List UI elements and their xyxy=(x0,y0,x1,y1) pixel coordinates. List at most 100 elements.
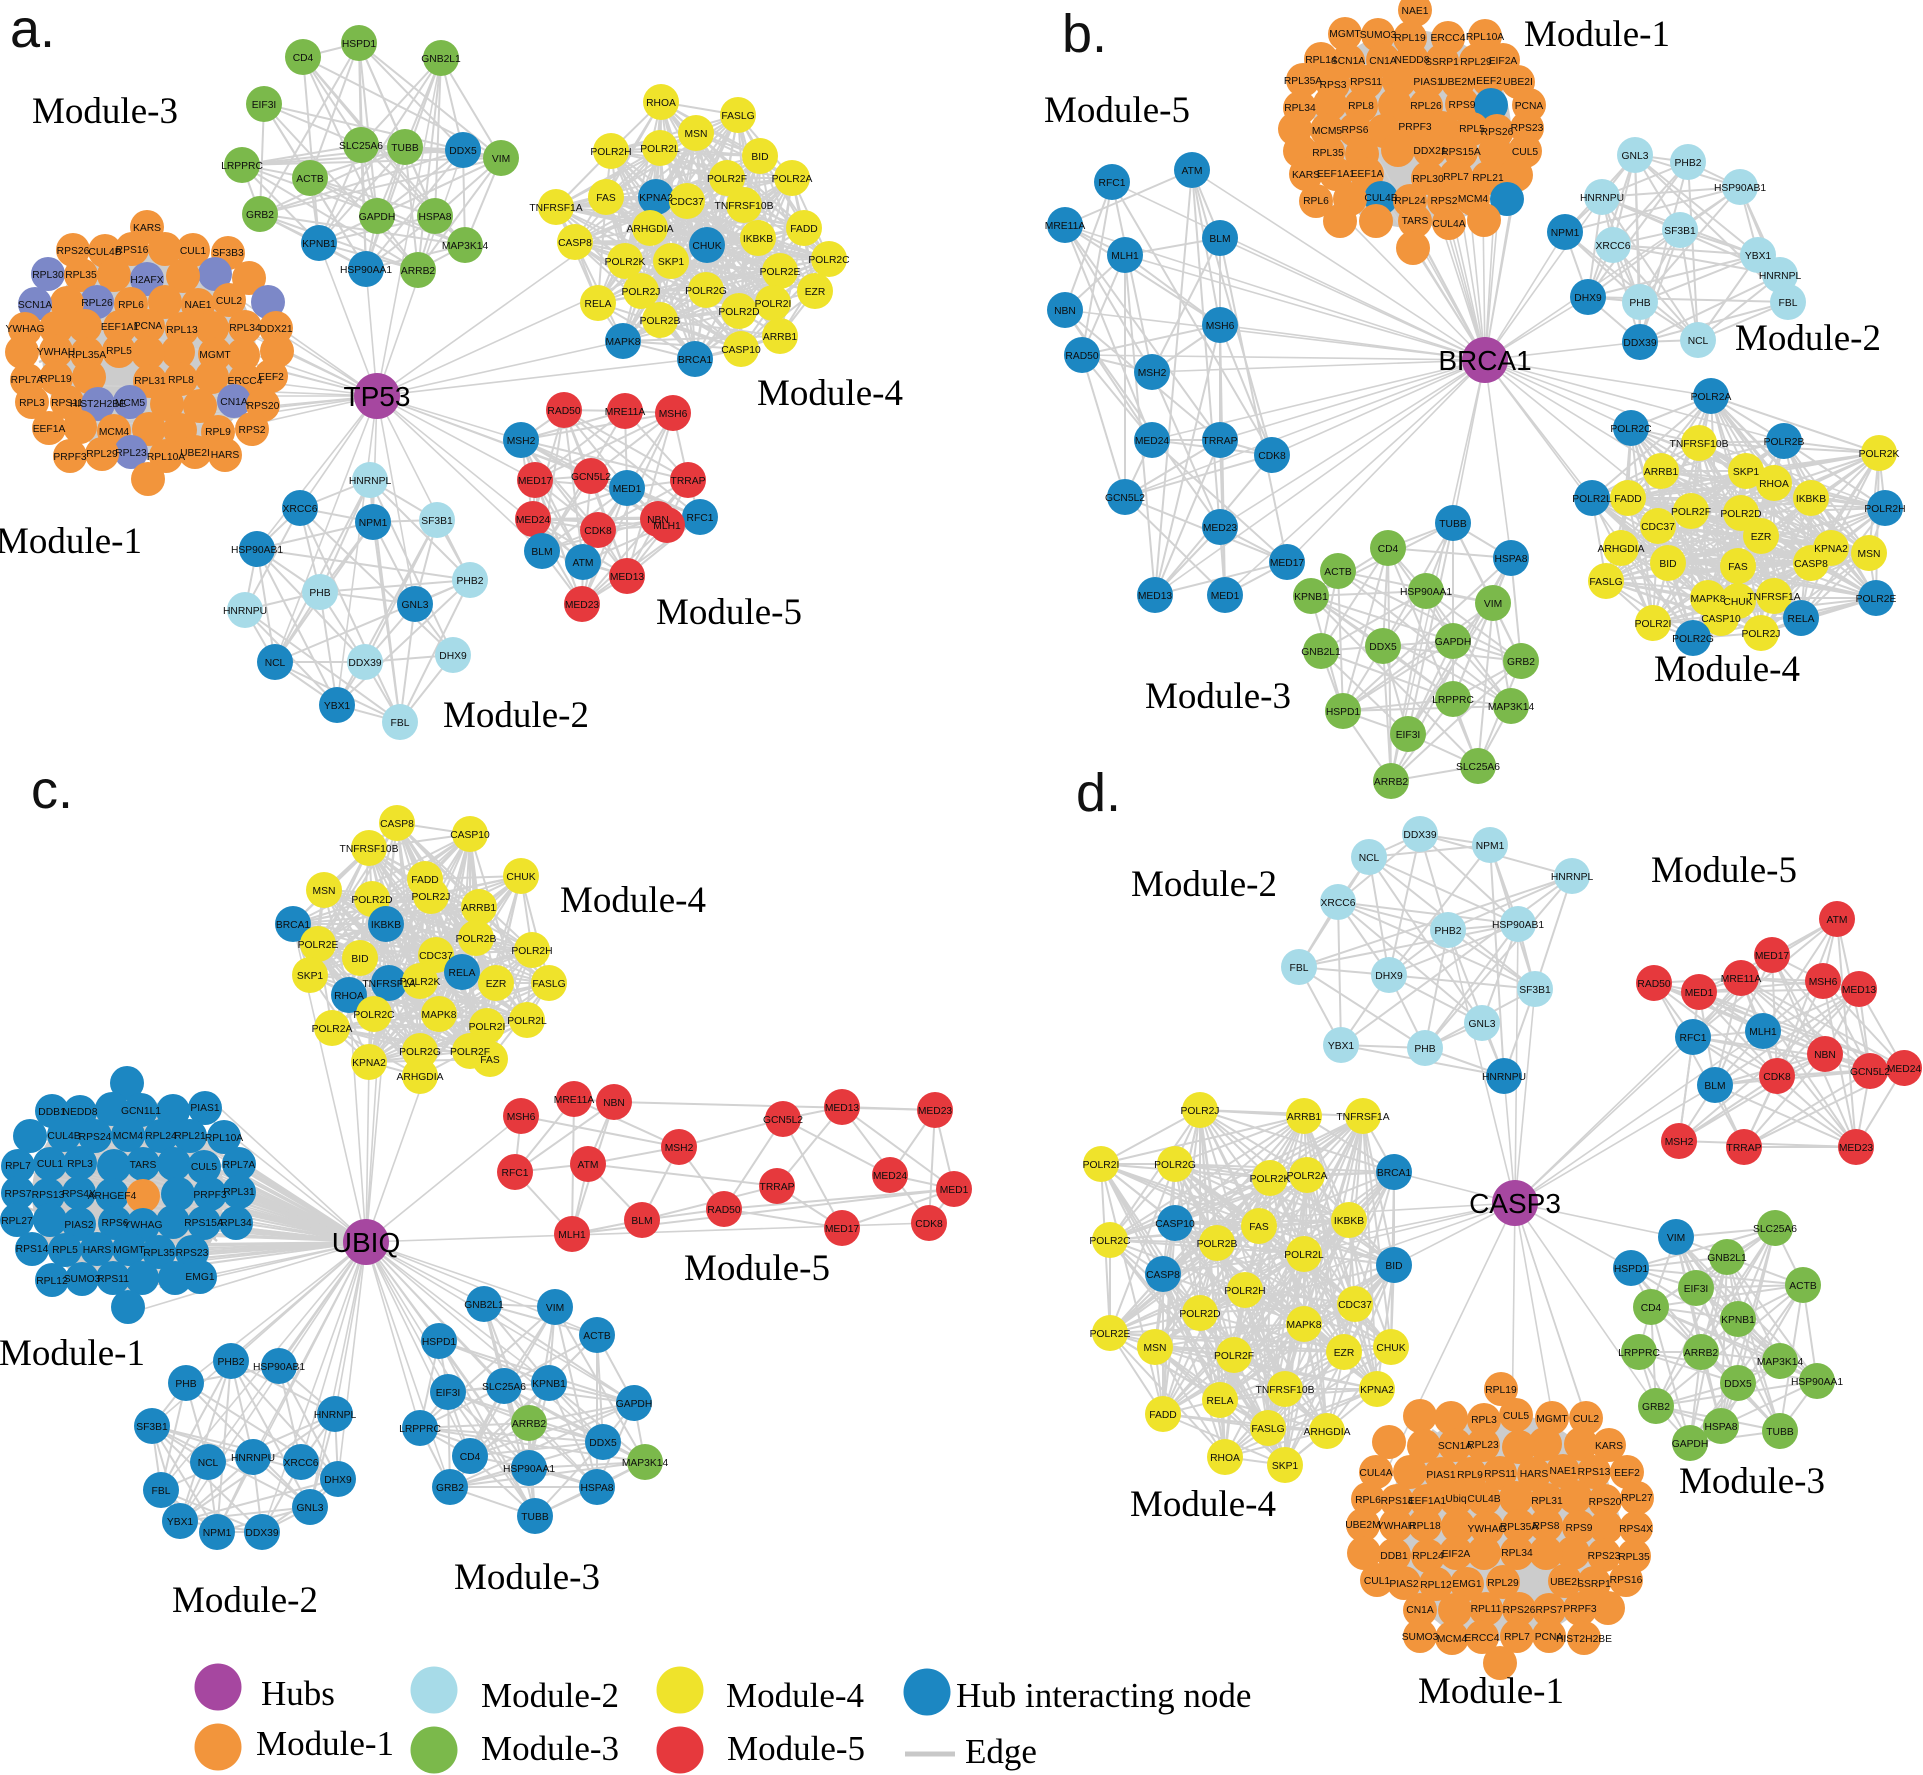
svg-text:CDK8: CDK8 xyxy=(915,1219,943,1230)
svg-text:MED13: MED13 xyxy=(1842,985,1877,996)
svg-text:IKBKB: IKBKB xyxy=(743,234,773,245)
svg-text:POLR2A: POLR2A xyxy=(312,1024,353,1035)
svg-text:POLR2A: POLR2A xyxy=(1691,392,1732,403)
svg-text:RPL13: RPL13 xyxy=(166,325,198,336)
svg-text:POLR2K: POLR2K xyxy=(1859,449,1900,460)
svg-text:CD4: CD4 xyxy=(1378,544,1399,555)
svg-text:RPL11: RPL11 xyxy=(1471,1604,1502,1615)
svg-text:YWHAG: YWHAG xyxy=(6,324,45,335)
svg-text:HIST2H2BE: HIST2H2BE xyxy=(1556,1634,1612,1645)
svg-text:RPL35: RPL35 xyxy=(1618,1552,1650,1563)
svg-text:Module-4: Module-4 xyxy=(726,1676,864,1715)
svg-text:Module-5: Module-5 xyxy=(684,1248,830,1289)
svg-text:TUBB: TUBB xyxy=(1766,1427,1794,1438)
svg-text:NAE1: NAE1 xyxy=(1402,6,1429,17)
svg-text:XRCC6: XRCC6 xyxy=(1596,241,1631,252)
svg-text:d.: d. xyxy=(1076,763,1121,823)
svg-text:RPL19: RPL19 xyxy=(1394,33,1426,44)
svg-text:RPS11: RPS11 xyxy=(51,398,83,409)
svg-text:EZR: EZR xyxy=(1751,532,1772,543)
svg-text:FBL: FBL xyxy=(391,718,410,729)
svg-text:EMG1: EMG1 xyxy=(1452,1579,1481,1590)
svg-text:HSPD1: HSPD1 xyxy=(342,39,377,50)
svg-text:RPS14: RPS14 xyxy=(1381,1496,1414,1507)
svg-text:SCN1A: SCN1A xyxy=(1331,56,1365,67)
svg-text:CD4: CD4 xyxy=(460,1452,481,1463)
svg-text:POLR2E: POLR2E xyxy=(1090,1329,1131,1340)
svg-text:HNRNPU: HNRNPU xyxy=(1482,1072,1526,1083)
svg-text:SLC25A6: SLC25A6 xyxy=(482,1382,526,1393)
svg-text:PHB: PHB xyxy=(1629,298,1650,309)
svg-text:RPS26: RPS26 xyxy=(57,246,90,257)
svg-text:KPNB1: KPNB1 xyxy=(1294,592,1328,603)
svg-text:GAPDH: GAPDH xyxy=(359,212,396,223)
svg-text:EIF3I: EIF3I xyxy=(252,100,277,111)
svg-text:NCL: NCL xyxy=(1359,853,1380,864)
svg-text:LRPPRC: LRPPRC xyxy=(221,161,263,172)
svg-text:DDX5: DDX5 xyxy=(449,146,477,157)
svg-text:CDK8: CDK8 xyxy=(1763,1072,1791,1083)
svg-text:VIM: VIM xyxy=(546,1303,564,1314)
svg-text:MLH1: MLH1 xyxy=(558,1230,586,1241)
svg-text:CDC37: CDC37 xyxy=(1338,1300,1372,1311)
svg-text:SF3B1: SF3B1 xyxy=(421,516,453,527)
svg-text:ARRB1: ARRB1 xyxy=(1644,467,1679,478)
svg-text:PRPF3: PRPF3 xyxy=(1563,1604,1596,1615)
svg-text:RPL30: RPL30 xyxy=(1412,174,1444,185)
svg-text:FADD: FADD xyxy=(411,875,438,886)
svg-text:YWHAG: YWHAG xyxy=(124,1220,163,1231)
svg-text:MED17: MED17 xyxy=(825,1224,860,1235)
svg-text:POLR2A: POLR2A xyxy=(1287,1171,1328,1182)
svg-text:HNRNPL: HNRNPL xyxy=(314,1410,357,1421)
svg-text:POLR2L: POLR2L xyxy=(507,1016,547,1027)
svg-text:HSPA8: HSPA8 xyxy=(580,1483,613,1494)
svg-text:MGMT: MGMT xyxy=(113,1245,145,1256)
svg-text:SUMO3: SUMO3 xyxy=(64,1274,101,1285)
svg-text:MAPK8: MAPK8 xyxy=(606,337,641,348)
svg-text:RPL29: RPL29 xyxy=(1487,1578,1519,1589)
svg-text:RPS8: RPS8 xyxy=(1533,1521,1560,1532)
svg-text:SUMO3: SUMO3 xyxy=(1402,1632,1439,1643)
svg-text:Module-1: Module-1 xyxy=(256,1724,394,1763)
svg-text:POLR2C: POLR2C xyxy=(1089,1236,1131,1247)
svg-text:UBE2I: UBE2I xyxy=(180,448,210,459)
svg-text:MED13: MED13 xyxy=(610,572,645,583)
svg-text:SF3B1: SF3B1 xyxy=(1519,985,1551,996)
svg-text:MAPK8: MAPK8 xyxy=(1287,1320,1322,1331)
svg-text:SKP1: SKP1 xyxy=(1272,1461,1299,1472)
svg-text:ERCC4: ERCC4 xyxy=(228,376,263,387)
svg-text:RAD50: RAD50 xyxy=(547,406,580,417)
svg-text:FASLG: FASLG xyxy=(1589,577,1622,588)
svg-text:KPNA2: KPNA2 xyxy=(1814,544,1848,555)
svg-text:FBL: FBL xyxy=(152,1486,171,1497)
svg-text:Module-4: Module-4 xyxy=(757,373,903,414)
svg-text:RPL23: RPL23 xyxy=(1467,1440,1499,1451)
svg-text:RPS20: RPS20 xyxy=(1589,1497,1622,1508)
svg-text:NCL: NCL xyxy=(1688,336,1709,347)
svg-text:TRRAP: TRRAP xyxy=(1203,436,1238,447)
svg-text:CUL4A: CUL4A xyxy=(1359,1468,1392,1479)
svg-text:DDX39: DDX39 xyxy=(1623,338,1656,349)
svg-text:DDB1: DDB1 xyxy=(38,1107,66,1118)
svg-text:MED17: MED17 xyxy=(1270,558,1305,569)
svg-text:CASP8: CASP8 xyxy=(380,819,414,830)
svg-text:MED23: MED23 xyxy=(1203,523,1238,534)
svg-text:CHUK: CHUK xyxy=(692,241,721,252)
svg-text:RAD50: RAD50 xyxy=(1637,979,1670,990)
svg-text:RPL26: RPL26 xyxy=(1410,101,1442,112)
svg-text:BLM: BLM xyxy=(631,1216,652,1227)
svg-text:UBE2I: UBE2I xyxy=(1550,1577,1580,1588)
svg-text:NPM1: NPM1 xyxy=(203,1528,232,1539)
svg-text:Module-2: Module-2 xyxy=(1735,318,1881,359)
svg-text:GNB2L1: GNB2L1 xyxy=(464,1300,504,1311)
svg-text:HSP90AB1: HSP90AB1 xyxy=(1714,183,1766,194)
svg-text:EIF3I: EIF3I xyxy=(436,1388,461,1399)
svg-text:MCM5: MCM5 xyxy=(1312,126,1343,137)
svg-text:MED1: MED1 xyxy=(613,484,642,495)
svg-text:ATM: ATM xyxy=(573,558,594,569)
svg-text:CN1A: CN1A xyxy=(1369,56,1397,67)
svg-text:MRE11A: MRE11A xyxy=(1045,221,1086,232)
svg-text:SF3B1: SF3B1 xyxy=(136,1422,168,1433)
svg-text:POLR2H: POLR2H xyxy=(511,946,552,957)
svg-text:RELA: RELA xyxy=(1788,614,1815,625)
